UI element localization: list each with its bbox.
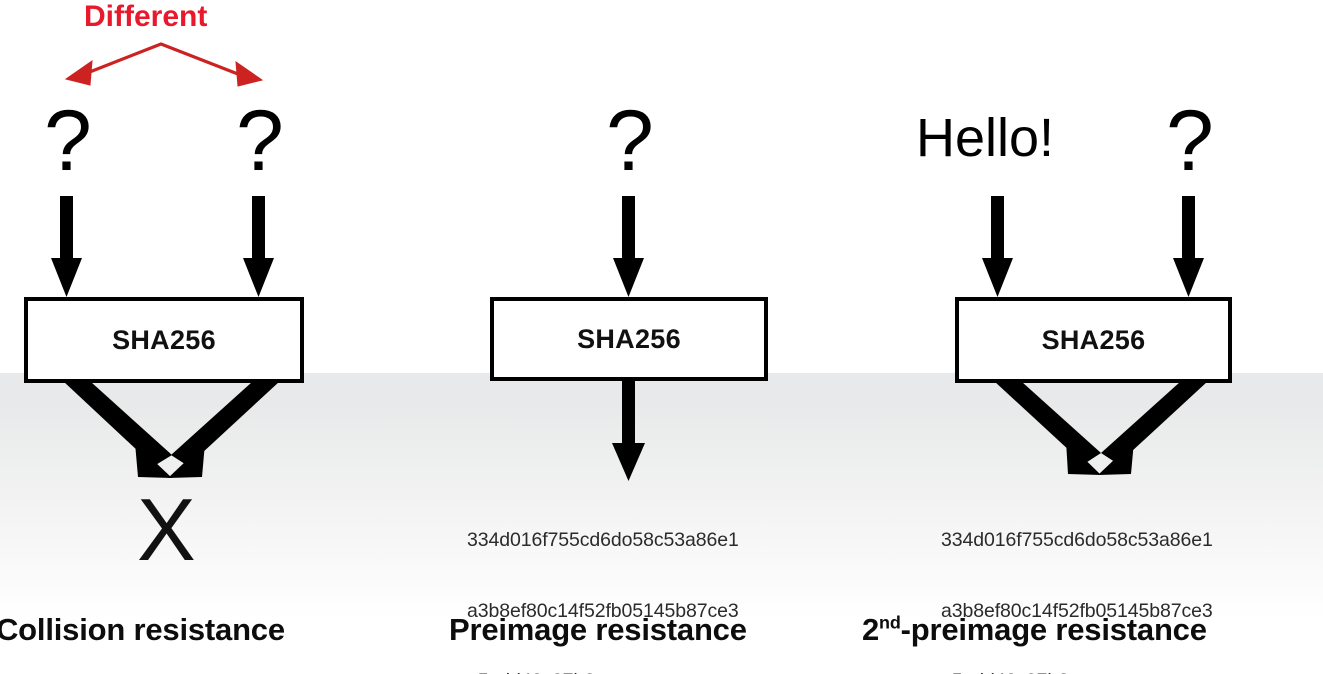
col3-sha256-box[interactable]: SHA256: [955, 297, 1232, 383]
col2-digest-text: 334d016f755cd6do58c53a86e1 a3b8ef80c14f5…: [467, 482, 739, 674]
col2-caption: Preimage resistance: [449, 612, 747, 647]
col3-digest-line-3: a5edd42c87b?: [941, 670, 1213, 674]
col3-digest-line-1: 334d016f755cd6do58c53a86e1: [941, 529, 1213, 551]
col3-digest-line-2: a3b8ef80c14f52fb05145b87ce3: [941, 599, 1213, 622]
col1-collision-x-mark: X: [137, 480, 196, 579]
different-arrow: [64, 42, 264, 87]
col1-input-1-question-mark: ?: [44, 93, 92, 189]
col2-input-arrow: [613, 196, 644, 297]
col2-sha256-label: SHA256: [577, 323, 681, 354]
col1-input-arrow-right: [243, 196, 274, 297]
col2-digest-line-1: 334d016f755cd6do58c53a86e1: [467, 529, 739, 551]
col2-digest-line-2: a3b8ef80c14f52fb05145b87ce3: [467, 599, 739, 622]
col2-digest-line-3: a5edd42c87b?: [467, 670, 739, 674]
col2-sha256-box[interactable]: SHA256: [490, 297, 768, 381]
col3-digest-text: 334d016f755cd6do58c53a86e1 a3b8ef80c14f5…: [941, 482, 1213, 674]
different-annotation-label: Different: [84, 0, 208, 33]
col3-input-2-question-mark: ?: [1166, 93, 1214, 189]
col1-sha256-label: SHA256: [112, 324, 216, 355]
col1-sha256-box[interactable]: SHA256: [24, 297, 304, 383]
col3-sha256-label: SHA256: [1041, 324, 1146, 355]
col1-caption: Collision resistance: [0, 612, 285, 647]
col2-input-1-question-mark: ?: [606, 93, 654, 189]
col3-caption: 2nd-preimage resistance: [862, 612, 1207, 648]
col3-caption-ordinal-suffix: nd: [879, 612, 901, 633]
col1-input-arrow-left: [51, 196, 82, 297]
col1-input-2-question-mark: ?: [236, 93, 284, 189]
col3-input-1-hello-text: Hello!: [916, 108, 1055, 168]
col3-caption-prefix: 2: [862, 612, 880, 647]
col3-input-arrow-left: [982, 196, 1013, 297]
col3-caption-rest: -preimage resistance: [900, 612, 1207, 647]
col3-input-arrow-right: [1173, 196, 1204, 297]
